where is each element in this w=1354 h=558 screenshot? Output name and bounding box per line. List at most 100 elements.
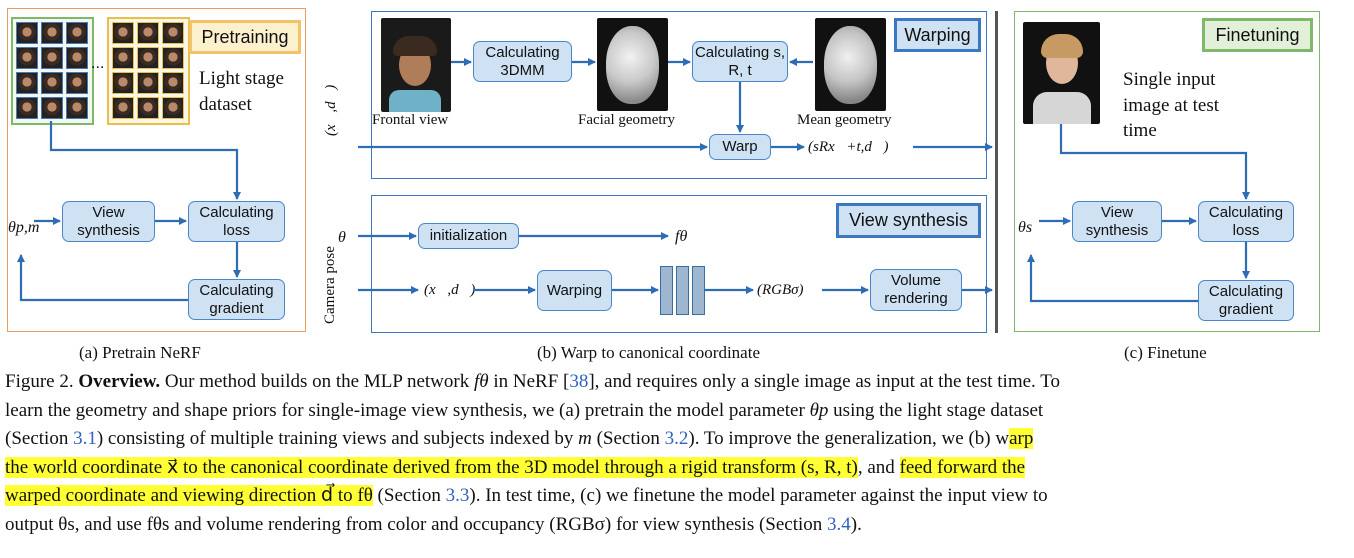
facial-geometry-label: Facial geometry — [578, 112, 676, 128]
frontal-view-label: Frontal view — [372, 112, 449, 128]
caption-text-5b: ). In test time, (c) we finetune the mod… — [469, 485, 1048, 507]
caption-line-4: the world coordinate x⃗ to the canonical… — [5, 454, 1345, 483]
caption-text-1b: Our method builds on the MLP network — [160, 371, 474, 392]
dataset-thumbnail — [66, 47, 88, 69]
facial-geometry-mesh — [606, 26, 659, 104]
caption-text-3a: (Section — [5, 428, 74, 450]
input-hair — [1041, 34, 1083, 58]
dataset-thumbnail — [16, 47, 38, 69]
caption-line-2: learn the geometry and shape priors for … — [5, 397, 1345, 426]
facial-geometry-image — [597, 18, 668, 111]
mlp-layer-2 — [676, 266, 689, 315]
arrow-gradient-feedback-a — [17, 254, 188, 302]
arrow-input-to-loss — [1059, 124, 1250, 200]
dataset-thumbnail — [66, 72, 88, 94]
frontal-view-image — [381, 18, 451, 112]
caption-ref-38[interactable]: 38 — [569, 371, 589, 392]
caption-highlight-3: feed forward the — [899, 456, 1026, 478]
caption-highlight-2: the world coordinate x⃗ to the canonical… — [5, 456, 858, 478]
caption-ref-3-4[interactable]: 3.4 — [827, 513, 851, 535]
dataset-thumbnail — [137, 47, 159, 69]
mlp-layer-3 — [692, 266, 705, 315]
caption-math-theta-p: θp — [809, 399, 829, 421]
caption-text-1c: in NeRF [ — [488, 371, 570, 392]
caption-math-m: m — [578, 428, 592, 450]
separator-bar — [995, 11, 998, 333]
dataset-thumbnail — [112, 22, 134, 44]
dataset-thumbnail — [112, 72, 134, 94]
box-view-synthesis-c: View synthesis — [1072, 201, 1162, 242]
input-theta-s: θs — [1018, 219, 1033, 236]
caption-text-1d: ], and requires only a single image as i… — [588, 371, 1060, 392]
caption-text-3c: (Section — [591, 428, 665, 450]
xd-input-2: (x⃗,d⃗) — [424, 282, 476, 298]
caption-text-4b: , and — [857, 456, 900, 478]
panel-warping — [371, 11, 987, 179]
box-volume-rendering: Volume rendering — [870, 269, 962, 311]
dataset-thumbnail — [66, 97, 88, 119]
dataset-thumbnail — [41, 22, 63, 44]
frontal-hair — [393, 36, 437, 56]
caption-text-3b: ) consisting of multiple training views … — [96, 428, 579, 450]
dataset-thumbnail — [16, 72, 38, 94]
tag-view-synthesis: View synthesis — [836, 203, 981, 238]
input-shirt — [1033, 92, 1091, 124]
box-srt-text: Calculating s, R, t — [694, 43, 786, 79]
dataset-thumbnail — [41, 47, 63, 69]
caption-c: (c) Finetune — [1124, 343, 1207, 362]
box-calculating-loss-a: Calculating loss — [188, 201, 285, 242]
caption-text-5a: (Section — [372, 485, 446, 507]
box-warp: Warp — [709, 134, 771, 160]
caption-a: (a) Pretrain NeRF — [79, 343, 201, 362]
caption-line-3: (Section 3.1) consisting of multiple tra… — [5, 425, 1345, 454]
caption-overview-bold: Overview. — [78, 371, 161, 392]
caption-fig-label: Figure 2. — [5, 371, 79, 392]
box-calculating-3dmm: Calculating 3DMM — [473, 41, 572, 82]
box-calculating-loss-c: Calculating loss — [1198, 201, 1294, 242]
rgb-sigma: (RGBσ) — [757, 282, 804, 298]
single-input-line-3: time — [1123, 120, 1157, 141]
mean-geometry-label: Mean geometry — [797, 112, 892, 128]
caption-highlight-4: warped coordinate and viewing direction … — [5, 485, 373, 507]
input-theta-p-m: θp,m — [8, 219, 40, 236]
caption-math-f-theta: fθ — [473, 371, 489, 392]
dataset-grid-1 — [11, 17, 94, 125]
box-warping: Warping — [537, 270, 612, 311]
caption-line-5: warped coordinate and viewing direction … — [5, 482, 1345, 511]
dataset-thumbnail — [162, 47, 184, 69]
f-theta-output: fθ — [675, 228, 688, 245]
mlp-layer-1 — [660, 266, 673, 315]
dataset-thumbnail — [41, 72, 63, 94]
warp-output: (sRx⃗+t,d⃗) — [808, 139, 889, 155]
caption-text-6b: ). — [850, 513, 862, 535]
box-calculating-srt: Calculating s, R, t — [692, 41, 788, 82]
tag-warping: Warping — [894, 18, 981, 52]
dataset-label-2: dataset — [199, 94, 252, 115]
dataset-thumbnail — [137, 97, 159, 119]
caption-ref-3-3[interactable]: 3.3 — [445, 485, 470, 507]
single-input-image — [1023, 22, 1100, 124]
box-calculating-gradient-c: Calculating gradient — [1198, 280, 1294, 321]
dataset-thumbnail — [16, 22, 38, 44]
dataset-thumbnail — [112, 47, 134, 69]
dataset-thumbnail — [162, 97, 184, 119]
caption-text-6a: output θs, and use fθs and volume render… — [5, 513, 828, 535]
caption-b: (b) Warp to canonical coordinate — [537, 343, 761, 362]
caption-text-3d: ). To improve the generalization, we (b)… — [688, 428, 1010, 450]
dataset-thumbnail — [137, 72, 159, 94]
dataset-thumbnail — [162, 72, 184, 94]
panel-pretrain — [7, 8, 306, 332]
figure-caption: Figure 2. Overview. Our method builds on… — [5, 368, 1345, 540]
dataset-thumbnail — [137, 22, 159, 44]
mean-geometry-mesh — [824, 26, 877, 104]
panel-finetune — [1014, 11, 1320, 332]
caption-line-1: Figure 2. Overview. Our method builds on… — [5, 368, 1345, 397]
arrow-dataset-to-loss — [49, 121, 241, 200]
caption-ref-3-2[interactable]: 3.2 — [664, 428, 689, 450]
caption-ref-3-1[interactable]: 3.1 — [73, 428, 97, 450]
box-calculating-gradient-a: Calculating gradient — [188, 279, 285, 320]
caption-highlight-1: arp — [1009, 428, 1034, 450]
dataset-thumbnail — [162, 22, 184, 44]
caption-text-2b: using the light stage dataset — [828, 399, 1044, 421]
panel-view-synthesis — [371, 195, 987, 333]
